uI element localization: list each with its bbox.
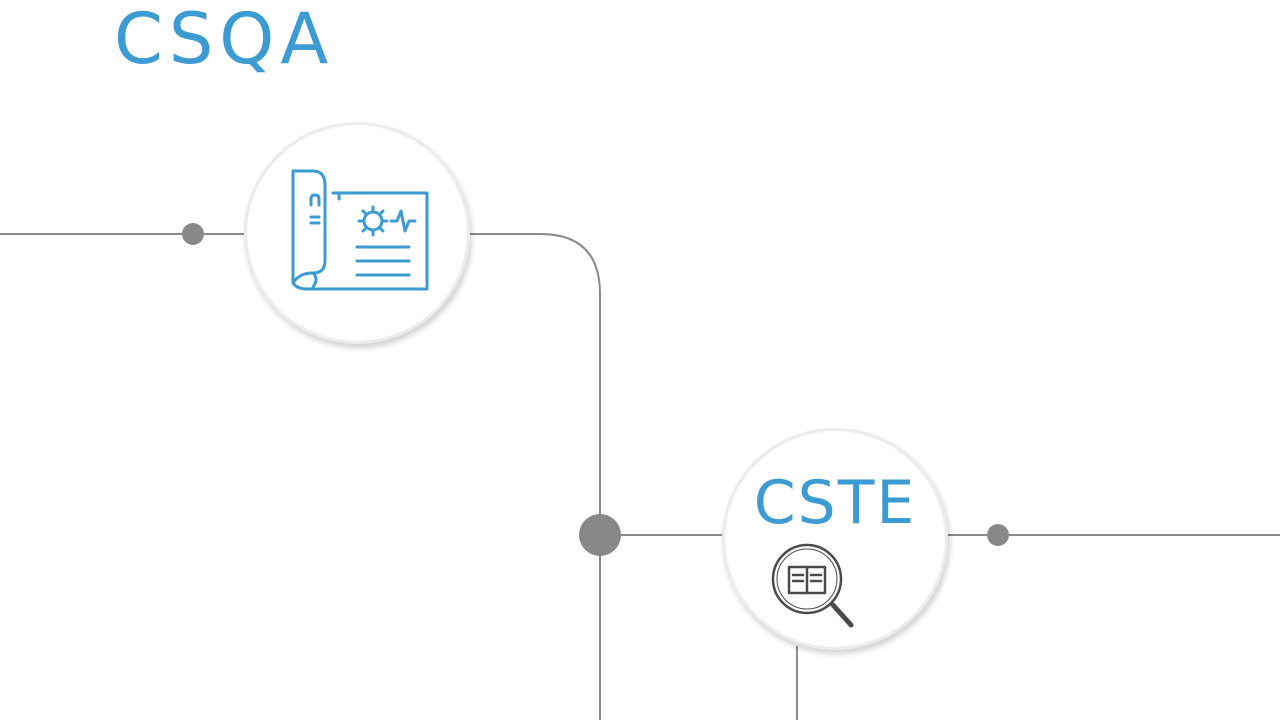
junction-dot-small-left [182, 223, 204, 245]
diagram-title: CSQA [114, 0, 335, 80]
node-label-cste: CSTE [753, 468, 917, 538]
junction-dot-large [579, 514, 621, 556]
node-csqa [244, 122, 470, 344]
magnifier-book-icon [771, 543, 854, 628]
line-csqa-down [470, 233, 601, 720]
junction-dot-small-right [987, 524, 1009, 546]
node-cste: CSTE [722, 428, 948, 650]
publication-icon [291, 169, 429, 291]
